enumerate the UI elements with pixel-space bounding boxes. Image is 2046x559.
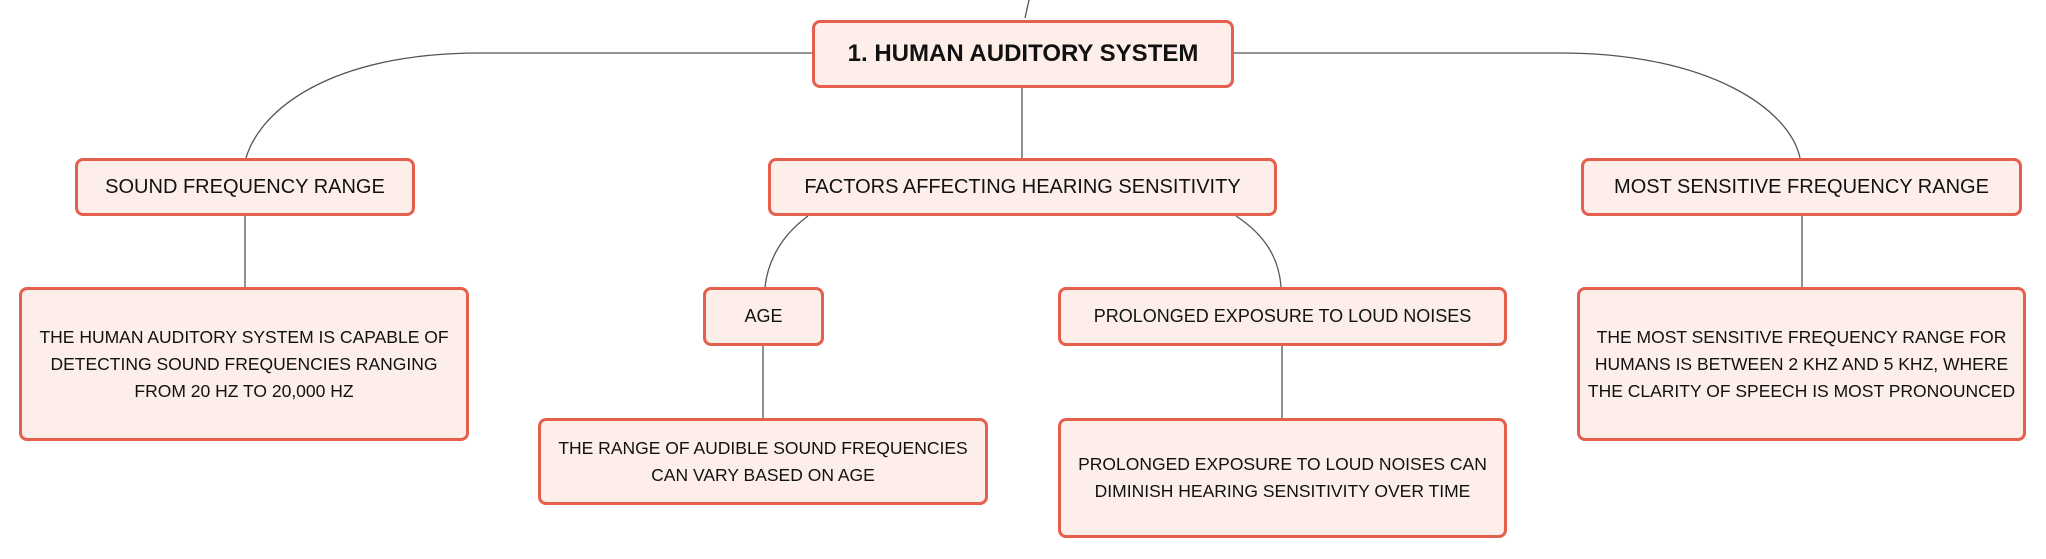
node-sound-frequency-range-label: SOUND FREQUENCY RANGE — [105, 175, 385, 198]
connector-incoming — [1024, 0, 1030, 19]
node-factors-affecting-hearing-sensitivity[interactable]: FACTORS AFFECTING HEARING SENSITIVITY — [768, 158, 1277, 216]
connector-factors-age — [764, 215, 809, 288]
node-age-detail-text: THE RANGE OF AUDIBLE SOUND FREQUENCIES C… — [558, 437, 968, 485]
root-node-label: 1. HUMAN AUDITORY SYSTEM — [847, 40, 1199, 67]
root-node[interactable]: 1. HUMAN AUDITORY SYSTEM — [812, 20, 1234, 88]
node-most-sensitive-frequency-range[interactable]: MOST SENSITIVE FREQUENCY RANGE — [1581, 158, 2022, 216]
node-age-label: AGE — [744, 306, 783, 326]
connector-root-sound-range — [245, 52, 812, 159]
node-most-sensitive-frequency-range-label: MOST SENSITIVE FREQUENCY RANGE — [1614, 175, 1989, 198]
node-age[interactable]: AGE — [703, 287, 824, 346]
connector-factors-noise — [1235, 215, 1282, 288]
node-age-detail[interactable]: THE RANGE OF AUDIBLE SOUND FREQUENCIES C… — [538, 418, 988, 505]
node-sound-frequency-range-detail[interactable]: THE HUMAN AUDITORY SYSTEM IS CAPABLE OF … — [19, 287, 469, 441]
node-most-sensitive-frequency-range-detail[interactable]: THE MOST SENSITIVE FREQUENCY RANGE FOR H… — [1577, 287, 2026, 441]
node-most-sensitive-frequency-range-detail-text: THE MOST SENSITIVE FREQUENCY RANGE FOR H… — [1587, 326, 2016, 401]
node-factors-label: FACTORS AFFECTING HEARING SENSITIVITY — [804, 175, 1241, 198]
node-prolonged-exposure-detail-text: PROLONGED EXPOSURE TO LOUD NOISES CAN DI… — [1078, 454, 1487, 501]
connector-root-sensitive-range — [1232, 52, 1801, 159]
node-prolonged-exposure[interactable]: PROLONGED EXPOSURE TO LOUD NOISES — [1058, 287, 1507, 346]
node-prolonged-exposure-label: PROLONGED EXPOSURE TO LOUD NOISES — [1093, 306, 1472, 326]
node-prolonged-exposure-detail[interactable]: PROLONGED EXPOSURE TO LOUD NOISES CAN DI… — [1058, 418, 1507, 538]
node-sound-frequency-range[interactable]: SOUND FREQUENCY RANGE — [75, 158, 415, 216]
node-sound-frequency-range-detail-text: THE HUMAN AUDITORY SYSTEM IS CAPABLE OF … — [39, 326, 449, 401]
